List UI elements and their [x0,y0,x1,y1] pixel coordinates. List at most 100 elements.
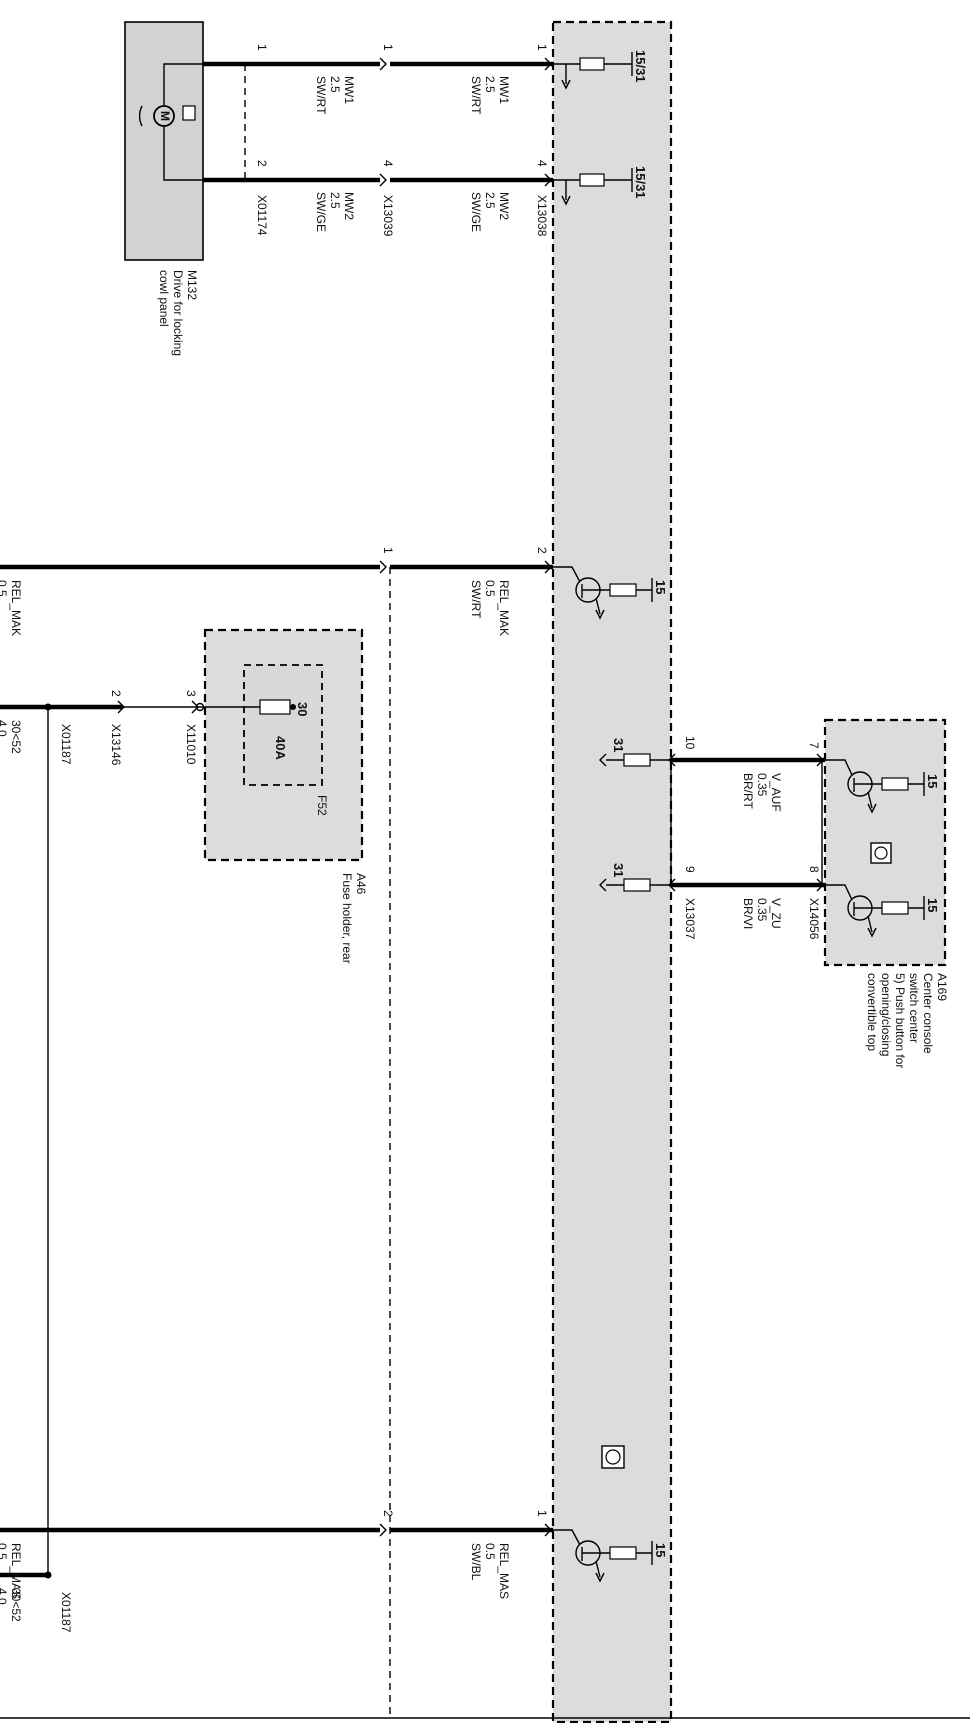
wire-mw2-left-size: 2.5 [328,192,342,209]
m132-id: M132 [185,270,199,300]
wire-rel-mak-mid-color: SW/RT [469,580,483,619]
connector-x13039: X13039 [381,195,395,237]
wire-rel-mas-left-name: REL_MAS [9,1543,23,1599]
connector-chevron-icon [379,173,387,187]
connector-x01174: X01174 [255,195,269,236]
connector-chevron-icon [544,57,552,71]
wire-v-zu-name: V_ZU [769,898,783,929]
wire-rel-mas-mid-color: SW/BL [469,1543,483,1581]
wire-mw1-right-name: MW1 [497,76,511,104]
transistor-rel-mas [553,1529,653,1583]
wire-mw2-right-name: MW2 [497,192,511,220]
transistor-a169-open [825,759,925,814]
pin-4-x13038: 4 [535,160,549,167]
fuse-node [290,704,296,710]
transistor-a169-close [825,884,925,938]
pulldown-31-a [599,753,671,767]
connector-chevron-icon [379,57,387,71]
supply-15-a: 15 [653,580,668,594]
a169-line2: switch center [907,973,921,1043]
supply-15-b: 15 [653,1543,668,1557]
control-unit-icon [601,1445,625,1469]
transistor-rel-mak [553,566,653,620]
supply-15-c: 15 [925,774,940,788]
pin-node [195,702,205,712]
wire-mw2-left-name: MW2 [342,192,356,220]
a169-line1: Center console [921,973,935,1054]
rotation-arrow-icon [138,105,143,127]
connector-chevron-icon [379,560,387,574]
connector-chevron-icon [544,173,552,187]
wire-rel-mas-mid-name: REL_MAS [497,1543,511,1599]
connector-chevron-icon [816,878,824,892]
m132-desc-line2: cowl panel [157,270,171,327]
wire-v-zu-size: 0.35 [755,898,769,922]
wire-mw2-right-color: SW/GE [469,192,483,232]
control-unit-icon-inner [605,1449,621,1465]
supply-15-d: 15 [925,898,940,912]
pin-10: 10 [683,736,697,750]
pulldown-31-b [599,878,671,892]
fuse-terminal: 30 [295,702,310,716]
supply-31-a: 31 [611,738,626,752]
pin-1-x13039: 1 [381,44,395,51]
wire-mw1-left-color: SW/RT [314,76,328,115]
wire-mw2-right-size: 2.5 [483,192,497,209]
connector-x14056: X14056 [807,898,821,940]
m132-desc-line1: Drive for locking [171,270,185,356]
wire-k30-b-name: 30<52 [9,1588,23,1622]
connector-x01187-b: X01187 [59,1592,73,1633]
pin-1-rel-mak: 1 [381,547,395,554]
wire-k30-a-size: 4.0 [0,720,9,737]
fuse-rating: 40A [273,736,288,760]
pin-3-x11010: 3 [184,690,198,697]
pin-9: 9 [683,866,697,873]
wire-rel-mak-mid-name: REL_MAK [497,580,511,636]
pushbutton-icon-inner [874,846,888,860]
wire-mw1-left-size: 2.5 [328,76,342,93]
a169-line5: convertible top [865,973,879,1051]
pin-1-x01174: 1 [255,44,269,51]
connector-chevron-icon [191,700,199,714]
connector-x13037: X13037 [683,898,697,940]
pin-2-rel-mak: 2 [535,547,549,554]
connector-chevron-icon [544,1523,552,1537]
wire-k30-a-name: 30<52 [9,720,23,754]
motor-symbol: M [158,111,172,121]
wire-v-auf-color: BR/RT [741,773,755,809]
wire-rel-mas-mid-size: 0.5 [483,1543,497,1560]
wire-mw1-right-size: 2.5 [483,76,497,93]
a169-line4: opening/closing [879,973,893,1056]
pin-4-x13039: 4 [381,160,395,167]
fuse-f52-box [243,664,323,786]
a169-line3: 5) Push button for [893,973,907,1068]
connector-chevron-icon [379,1523,387,1537]
connector-x13038: X13038 [535,195,549,237]
wire-mw1-left-name: MW1 [342,76,356,104]
wire-rel-mak-left-name: REL_MAK [9,580,23,636]
connector-x01187-a: X01187 [59,724,73,765]
a46-id: A46 [354,873,368,895]
connector-chevron-icon [544,560,552,574]
wire-rel-mak-left-size: 0.5 [0,580,9,597]
wire-k30-b-size: 4.0 [0,1588,9,1605]
a46-desc: Fuse holder, rear [340,873,354,964]
connector-chevron-icon [117,700,125,714]
supply-31-b: 31 [611,863,626,877]
wire-mw1-right-color: SW/RT [469,76,483,115]
wire-v-zu-color: BR/VI [741,898,755,929]
a169-id: A169 [935,973,949,1001]
connector-chevron-icon [816,753,824,767]
connector-x13146: X13146 [109,724,123,766]
motor-switch-icon [182,105,196,121]
pin-8: 8 [807,866,821,873]
pushbutton-icon [870,842,892,864]
connector-x11010: X11010 [184,724,198,765]
fuse-id: F52 [315,795,329,816]
supply-1531-a: 15/31 [633,50,648,83]
splice-node [44,703,52,711]
pin-2-x13146: 2 [109,690,123,697]
pin-7: 7 [807,742,821,749]
supply-group-1531-a [553,52,633,90]
